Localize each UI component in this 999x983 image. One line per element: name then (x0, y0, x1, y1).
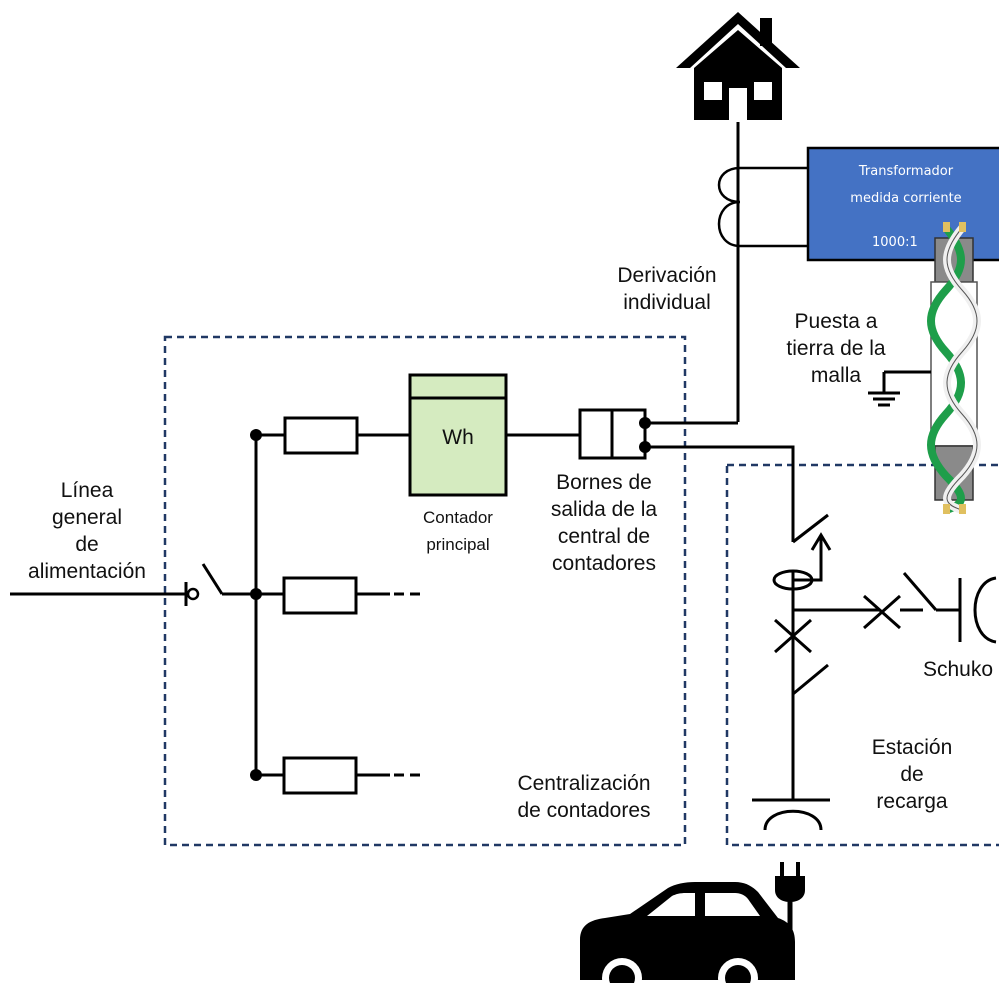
linea-label-2: general (52, 506, 122, 529)
estacion-label-3: recarga (876, 790, 948, 813)
estacion-label-2: de (900, 763, 923, 786)
bornes-label-4: contadores (552, 552, 656, 575)
fuse-top (283, 416, 359, 455)
linea-label-4: alimentación (28, 560, 146, 583)
contador-label-2: principal (426, 535, 489, 554)
bornes-label-2: salida de la (551, 498, 658, 521)
car-icon (580, 882, 795, 983)
transformer-box: Transformador medida corriente 1000:1 (806, 146, 999, 262)
schuko-label: Schuko (923, 658, 993, 681)
linea-label-1: Línea (61, 479, 114, 502)
estacion-label-1: Estación (872, 736, 953, 759)
puesta-label-3: malla (811, 364, 862, 387)
puesta-label-2: tierra de la (786, 337, 886, 360)
house-icon (676, 12, 800, 120)
centralizacion-label-1: Centralización (517, 772, 650, 795)
output-terminals (578, 408, 647, 460)
contador-label-1: Contador (423, 508, 493, 527)
fuse-bottom (282, 756, 358, 795)
derivacion-label-1: Derivación (617, 264, 716, 287)
bornes-label-1: Bornes de (556, 471, 652, 494)
bornes-label-3: central de (558, 525, 650, 548)
transformer-label-2: medida corriente (850, 191, 961, 206)
shielded-cable (927, 222, 981, 514)
centralizacion-region (163, 335, 687, 847)
ground-icon (868, 370, 931, 407)
current-transformer-coil (717, 166, 808, 248)
centralizacion-label-2: de contadores (517, 799, 650, 822)
transformer-label-1: Transformador (858, 164, 954, 179)
fuse-middle (282, 576, 358, 615)
meter-box: Wh (408, 373, 508, 497)
charging-station-protection (752, 510, 997, 831)
puesta-label-1: Puesta a (795, 310, 878, 333)
transformer-ratio: 1000:1 (872, 235, 918, 250)
derivacion-label-2: individual (623, 291, 711, 314)
meter-symbol: Wh (442, 426, 474, 449)
linea-label-3: de (75, 533, 98, 556)
estacion-region (725, 463, 999, 847)
